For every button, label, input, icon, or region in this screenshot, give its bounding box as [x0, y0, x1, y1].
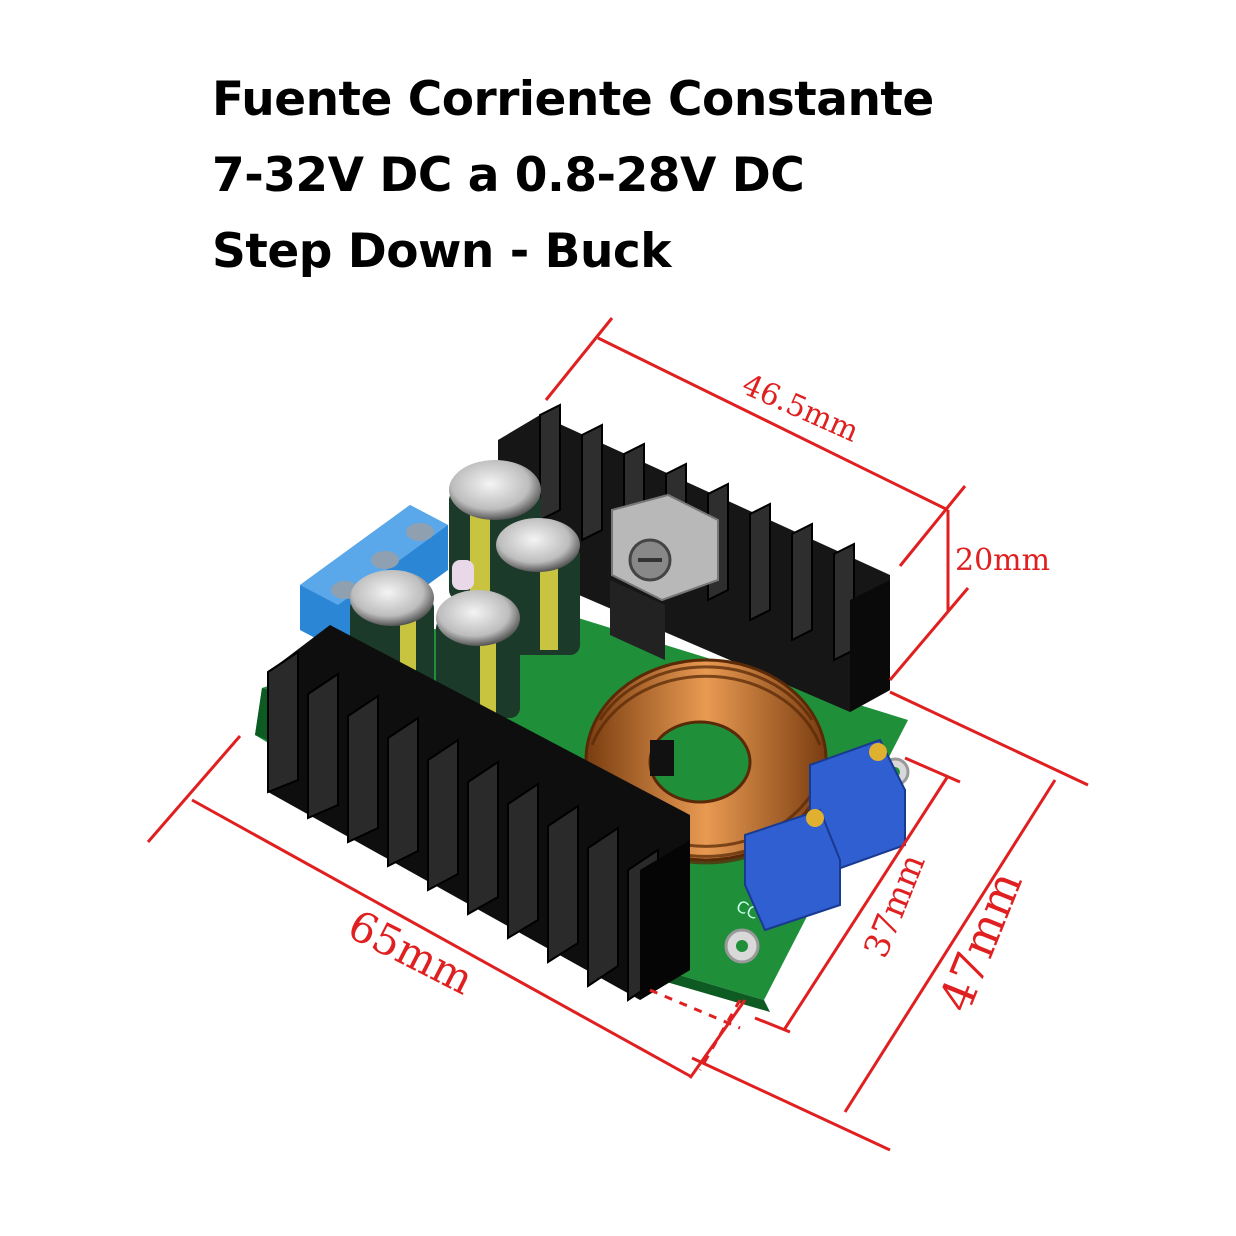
adjust-screw-icon	[869, 743, 887, 761]
dimension-label-height: 20mm	[955, 543, 1050, 578]
dimension-label-inner-width: 37mm	[856, 848, 933, 963]
screw-icon	[406, 523, 434, 541]
capacitors	[350, 460, 580, 718]
led	[452, 560, 474, 590]
screw-icon	[371, 551, 399, 569]
product-title: Fuente Corriente Constante 7-32V DC a 0.…	[212, 62, 934, 290]
title-line-3: Step Down - Buck	[212, 224, 672, 279]
title-line-1: Fuente Corriente Constante	[212, 72, 934, 127]
trimmer-pot	[744, 808, 841, 932]
heatsink-back	[498, 403, 890, 712]
dimension-label-length: 65mm	[340, 900, 481, 1004]
title-line-2: 7-32V DC a 0.8-28V DC	[212, 148, 805, 203]
adjust-screw-icon	[806, 809, 824, 827]
dimension-lines	[146, 317, 1089, 1152]
trimmer-pots	[744, 738, 906, 932]
dimension-label-outer-width: 47mm	[928, 864, 1033, 1019]
heatsink-front	[267, 625, 690, 1002]
